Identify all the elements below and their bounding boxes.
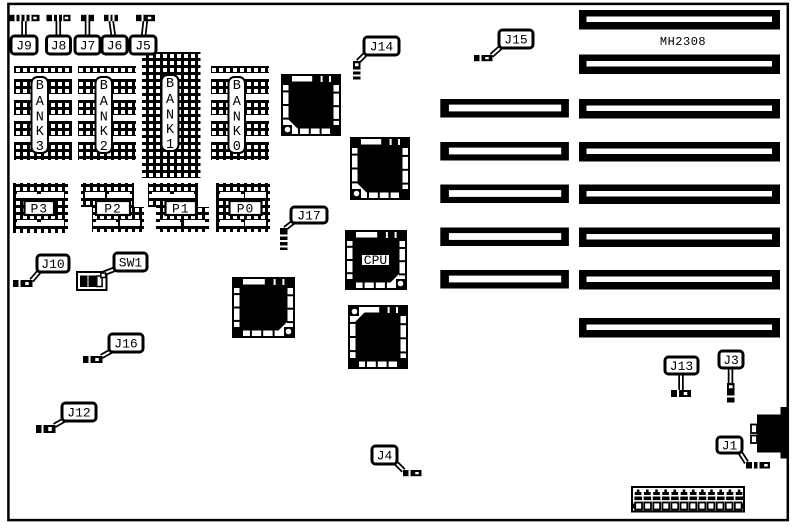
- svg-text:J16: J16: [114, 337, 137, 352]
- svg-text:N: N: [166, 108, 174, 123]
- svg-text:N: N: [233, 110, 241, 125]
- svg-text:SW1: SW1: [119, 256, 143, 271]
- svg-text:J17: J17: [297, 209, 320, 224]
- svg-text:CPU: CPU: [364, 253, 387, 268]
- svg-text:K: K: [233, 125, 242, 140]
- svg-text:2: 2: [100, 140, 108, 155]
- svg-text:P1: P1: [172, 202, 190, 217]
- svg-text:0: 0: [233, 140, 241, 155]
- svg-text:A: A: [166, 93, 175, 108]
- svg-text:J4: J4: [377, 449, 393, 464]
- svg-text:P2: P2: [104, 202, 122, 217]
- svg-text:N: N: [100, 110, 108, 125]
- svg-text:J1: J1: [722, 439, 738, 454]
- svg-text:J6: J6: [107, 39, 123, 54]
- svg-text:MH2308: MH2308: [660, 35, 706, 49]
- svg-text:B: B: [166, 77, 174, 92]
- svg-text:P0: P0: [237, 202, 255, 217]
- svg-text:3: 3: [36, 140, 44, 155]
- svg-text:J15: J15: [504, 33, 527, 48]
- svg-text:J13: J13: [670, 359, 693, 374]
- svg-text:B: B: [233, 79, 241, 94]
- svg-text:A: A: [36, 95, 45, 110]
- svg-text:B: B: [100, 79, 108, 94]
- svg-text:A: A: [233, 95, 242, 110]
- svg-text:1: 1: [166, 138, 174, 153]
- svg-text:J5: J5: [135, 39, 151, 54]
- svg-text:P3: P3: [30, 202, 48, 217]
- svg-text:K: K: [36, 125, 45, 140]
- svg-text:A: A: [100, 95, 109, 110]
- svg-text:B: B: [36, 79, 44, 94]
- svg-text:K: K: [166, 123, 175, 138]
- svg-text:J14: J14: [370, 40, 394, 55]
- svg-text:N: N: [36, 110, 44, 125]
- svg-text:J9: J9: [16, 39, 32, 54]
- svg-text:J10: J10: [41, 257, 64, 272]
- svg-text:J3: J3: [723, 353, 739, 368]
- svg-text:K: K: [100, 125, 109, 140]
- svg-text:J12: J12: [67, 406, 90, 421]
- svg-text:J8: J8: [51, 39, 67, 54]
- svg-text:J7: J7: [80, 39, 96, 54]
